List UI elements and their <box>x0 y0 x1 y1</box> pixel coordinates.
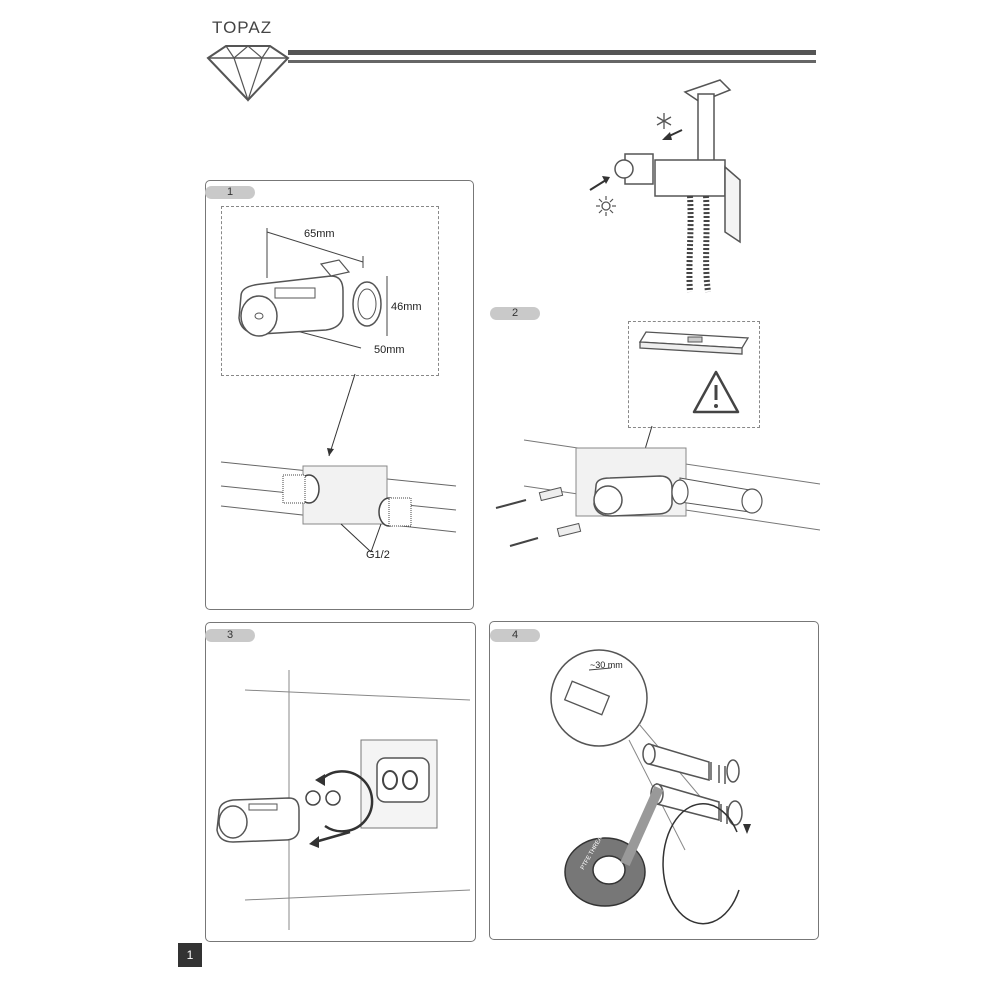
diamond-logo-icon <box>206 45 290 102</box>
spirit-level-icon <box>638 331 750 355</box>
header-rule <box>288 50 816 63</box>
step-2-badge: 2 <box>490 307 540 320</box>
cover-removal-illustration <box>216 670 471 930</box>
thread-size-label: G1/2 <box>366 549 390 561</box>
step-1-panel <box>205 180 474 610</box>
dimension-width-label: 65mm <box>304 228 335 240</box>
dimension-height-label: 46mm <box>391 301 422 313</box>
warning-icon <box>692 370 740 414</box>
brand-name: TOPAZ <box>212 18 273 37</box>
dimension-depth-label: 50mm <box>374 344 405 356</box>
page-number: 1 <box>178 943 202 967</box>
step-3-badge: 3 <box>205 629 255 642</box>
pipe-thread-illustration <box>220 373 457 553</box>
bidet-sprayer-illustration <box>589 79 741 293</box>
hose-seal-illustration <box>550 649 751 925</box>
valve-body-illustration <box>238 228 388 349</box>
step-1-detail-frame <box>221 206 439 376</box>
wall-mount-illustration <box>495 425 821 547</box>
snowflake-icon <box>656 113 672 129</box>
step-4-badge: 4 <box>490 629 540 642</box>
step-2-detail-frame <box>628 321 760 428</box>
sun-icon <box>596 196 616 216</box>
step-4-panel <box>489 621 819 940</box>
step-1-badge: 1 <box>205 186 255 199</box>
length-label: ~30 mm <box>590 660 623 670</box>
